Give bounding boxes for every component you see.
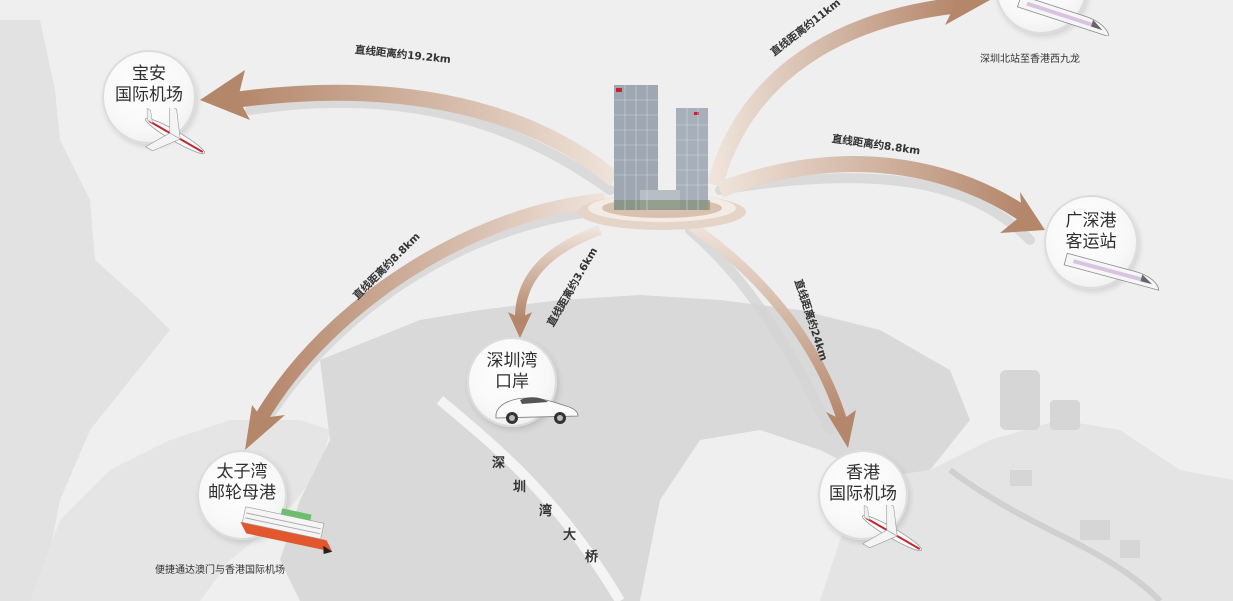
node-label-line1: 太子湾 [216, 462, 268, 482]
twin-tower-building [614, 85, 710, 210]
note-shenzhen-north: 深圳北站至香港西九龙 [980, 54, 1080, 65]
node-label-line1: 深圳湾 [486, 351, 538, 371]
airplane-icon [862, 505, 922, 551]
node-label-line1: 广深港 [1065, 211, 1117, 231]
arrow-baoan [200, 70, 621, 187]
arrow-shenzhen-bay [508, 225, 602, 338]
node-label-line2: 邮轮母港 [208, 483, 276, 503]
node-label-line1: 宝安 [132, 64, 166, 84]
arrow-taiziwan [245, 193, 606, 450]
node-label-line1: 香港 [846, 463, 880, 483]
node-label-line2: 国际机场 [115, 85, 183, 105]
arrow-hk-airport [687, 220, 856, 448]
node-label-line2: 口岸 [495, 372, 529, 392]
cruise-ship-icon [240, 506, 333, 554]
note-taiziwan: 便捷通达澳门与香港国际机场 [155, 565, 285, 576]
node-shenzhen-bay-port[interactable]: 深圳湾 口岸 [467, 337, 557, 427]
arrow-shenzhen-north [707, 0, 990, 188]
high-speed-train-icon [1016, 0, 1110, 36]
airplane-icon [145, 108, 205, 154]
arrow-guangshen [717, 156, 1045, 233]
node-label-line2: 客运站 [1065, 232, 1117, 252]
car-icon [495, 397, 579, 424]
node-label-line2: 国际机场 [829, 484, 897, 504]
high-speed-train-icon [1063, 252, 1160, 291]
node-baoan-airport[interactable]: 宝安 国际机场 [102, 50, 196, 144]
